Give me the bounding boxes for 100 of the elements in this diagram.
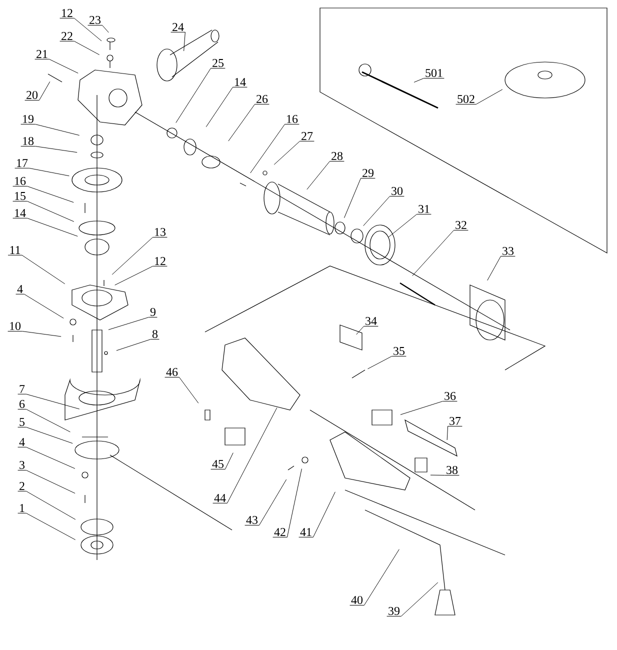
callout-number: 41 xyxy=(298,528,314,538)
callout-number: 35 xyxy=(392,346,406,356)
callout-number: 1 xyxy=(18,504,26,514)
callout-number: 28 xyxy=(330,152,344,162)
leader-line xyxy=(388,214,418,238)
callout-number: 16 xyxy=(284,114,300,124)
leader-line xyxy=(206,86,234,128)
callout-number: 32 xyxy=(454,220,468,230)
leader-line xyxy=(400,582,438,616)
callout-number: 18 xyxy=(20,136,36,146)
leader-line xyxy=(178,376,199,404)
callout-number: 38 xyxy=(444,466,460,476)
leader-line xyxy=(26,186,74,203)
leader-line xyxy=(306,161,330,190)
leader-line xyxy=(26,394,80,410)
leader-line xyxy=(26,200,74,222)
callout-number: 3 xyxy=(18,460,26,470)
callout-number: 14 xyxy=(232,78,248,88)
leader-line xyxy=(228,104,256,142)
leader-line xyxy=(26,512,76,540)
leader-line xyxy=(48,58,78,74)
callout-number: 501 xyxy=(424,68,444,78)
callout-number: 21 xyxy=(34,50,50,60)
leader-line xyxy=(344,178,362,218)
leader-line xyxy=(108,316,150,330)
leader-line xyxy=(363,196,390,226)
leader-line xyxy=(74,40,100,56)
leader-line xyxy=(26,490,76,520)
leader-line xyxy=(412,230,454,276)
leader-line xyxy=(367,356,392,370)
callout-number: 19 xyxy=(20,114,36,124)
leader-line xyxy=(102,24,109,33)
leader-line xyxy=(28,168,70,176)
callout-number: 40 xyxy=(350,596,364,606)
leader-line xyxy=(226,408,278,504)
leader-line xyxy=(114,266,154,286)
callout-number: 37 xyxy=(448,416,462,426)
callout-number: 46 xyxy=(164,368,180,378)
callout-number: 33 xyxy=(500,246,516,256)
callout-number: 15 xyxy=(12,192,28,202)
leader-line xyxy=(258,479,287,526)
callout-number: 11 xyxy=(8,246,22,256)
callout-number: 36 xyxy=(442,392,458,402)
callout-number: 4 xyxy=(16,285,24,294)
leader-line xyxy=(184,32,186,52)
leader-line xyxy=(22,254,66,284)
callout-number: 7 xyxy=(18,385,26,394)
callout-number: 27 xyxy=(300,132,314,142)
leader-line xyxy=(26,408,70,432)
leader-line xyxy=(476,89,503,104)
callout-number: 22 xyxy=(60,32,74,42)
callout-number: 12 xyxy=(60,9,74,18)
leader-line xyxy=(24,294,64,319)
leader-line xyxy=(224,452,234,470)
callout-number: 26 xyxy=(254,94,270,104)
callout-number: 6 xyxy=(18,400,26,410)
leader-line xyxy=(176,68,212,123)
callout-number: 14 xyxy=(12,209,28,218)
callout-number: 20 xyxy=(24,90,40,100)
leader-line xyxy=(400,400,444,415)
leader-line xyxy=(356,326,364,335)
leader-line xyxy=(26,218,78,237)
callout-number: 29 xyxy=(360,168,376,178)
leader-line xyxy=(26,470,76,494)
callout-number: 17 xyxy=(14,159,30,168)
leader-line xyxy=(26,446,76,469)
callout-number: 8 xyxy=(150,330,160,340)
callout-number: 2 xyxy=(18,482,26,492)
leader-line xyxy=(430,474,446,476)
leader-line xyxy=(312,492,336,538)
callout-number: 31 xyxy=(416,204,432,214)
callout-number: 25 xyxy=(210,58,226,68)
leader-line xyxy=(74,18,102,42)
leader-line xyxy=(364,549,400,606)
leader-line xyxy=(446,426,448,440)
leader-line xyxy=(274,140,300,165)
callout-number: 34 xyxy=(364,316,378,326)
leader-line xyxy=(34,124,80,136)
leader-line xyxy=(26,426,73,444)
callout-number: 42 xyxy=(272,528,288,538)
callout-number: 23 xyxy=(88,16,102,26)
callout-number: 45 xyxy=(210,460,226,470)
leader-line xyxy=(112,236,154,275)
callout-number: 9 xyxy=(148,308,158,318)
callout-number: 44 xyxy=(212,494,228,504)
leader-line xyxy=(487,256,502,281)
leader-line xyxy=(34,146,78,153)
leader-line xyxy=(38,81,50,100)
callout-number: 12 xyxy=(152,257,168,266)
callout-number: 16 xyxy=(12,176,28,186)
leader-line xyxy=(22,331,62,337)
leader-line xyxy=(250,124,286,174)
leader-line xyxy=(414,78,424,83)
callout-number: 39 xyxy=(386,606,402,616)
callout-number: 502 xyxy=(456,94,476,104)
callout-number: 5 xyxy=(18,418,26,428)
callout-number: 4 xyxy=(18,438,26,448)
callout-number: 30 xyxy=(390,186,404,196)
callout-number: 13 xyxy=(152,228,168,238)
callout-number: 43 xyxy=(244,516,260,526)
